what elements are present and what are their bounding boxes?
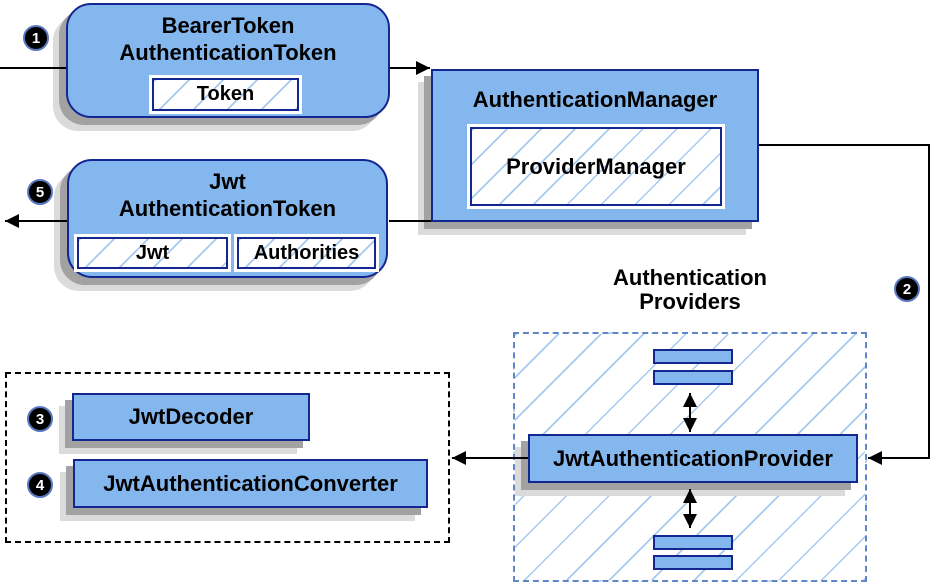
authentication-providers-label-line1: Authentication xyxy=(613,265,767,290)
step-4-badge: 4 xyxy=(27,472,53,498)
provider-stack-bar-bottom-2 xyxy=(653,555,733,570)
step-1-number: 1 xyxy=(31,29,41,47)
authentication-manager-box: AuthenticationManager ProviderManager xyxy=(431,69,759,222)
authentication-providers-group: JwtAuthenticationProvider xyxy=(513,332,867,582)
jwt-token-title-line1: Jwt xyxy=(209,169,246,194)
authentication-manager-title: AuthenticationManager xyxy=(472,87,718,112)
authorities-field: Authorities xyxy=(237,237,376,269)
provider-stack-bar-top-2 xyxy=(653,370,733,385)
provider-stack-bar-top-1 xyxy=(653,349,733,364)
step-3-number: 3 xyxy=(35,410,45,428)
jwt-components-group: JwtDecoder JwtAuthenticationConverter xyxy=(5,372,450,543)
step-4-number: 4 xyxy=(35,476,45,494)
bearer-token-box-title: BearerToken AuthenticationToken xyxy=(68,5,388,66)
jwt-token-box-title: Jwt AuthenticationToken xyxy=(69,161,386,222)
jwt-field: Jwt xyxy=(77,237,228,269)
step-5-badge: 5 xyxy=(27,179,53,205)
jwt-authentication-token-box: Jwt AuthenticationToken Jwt Authorities xyxy=(67,159,388,278)
step-5-number: 5 xyxy=(35,183,45,201)
authentication-providers-label: Authentication Providers xyxy=(560,266,820,314)
provider-manager-field: ProviderManager xyxy=(470,127,722,206)
jwt-decoder-box: JwtDecoder xyxy=(72,393,310,441)
bearer-token-authentication-token-box: BearerToken AuthenticationToken Token xyxy=(66,3,390,118)
bearer-token-title-line1: BearerToken xyxy=(161,13,295,38)
authentication-providers-label-line2: Providers xyxy=(639,289,741,314)
step-2-badge: 2 xyxy=(894,276,920,302)
bearer-token-title-line2: AuthenticationToken xyxy=(119,40,337,65)
jwt-token-title-line2: AuthenticationToken xyxy=(118,196,337,221)
provider-stack-bar-bottom-1 xyxy=(653,535,733,550)
jwt-authentication-converter-box: JwtAuthenticationConverter xyxy=(73,459,428,508)
step-3-badge: 3 xyxy=(27,406,53,432)
step-2-number: 2 xyxy=(902,280,912,298)
token-field: Token xyxy=(152,78,299,111)
jwt-authentication-provider-box: JwtAuthenticationProvider xyxy=(528,434,858,483)
step-1-badge: 1 xyxy=(23,25,49,51)
